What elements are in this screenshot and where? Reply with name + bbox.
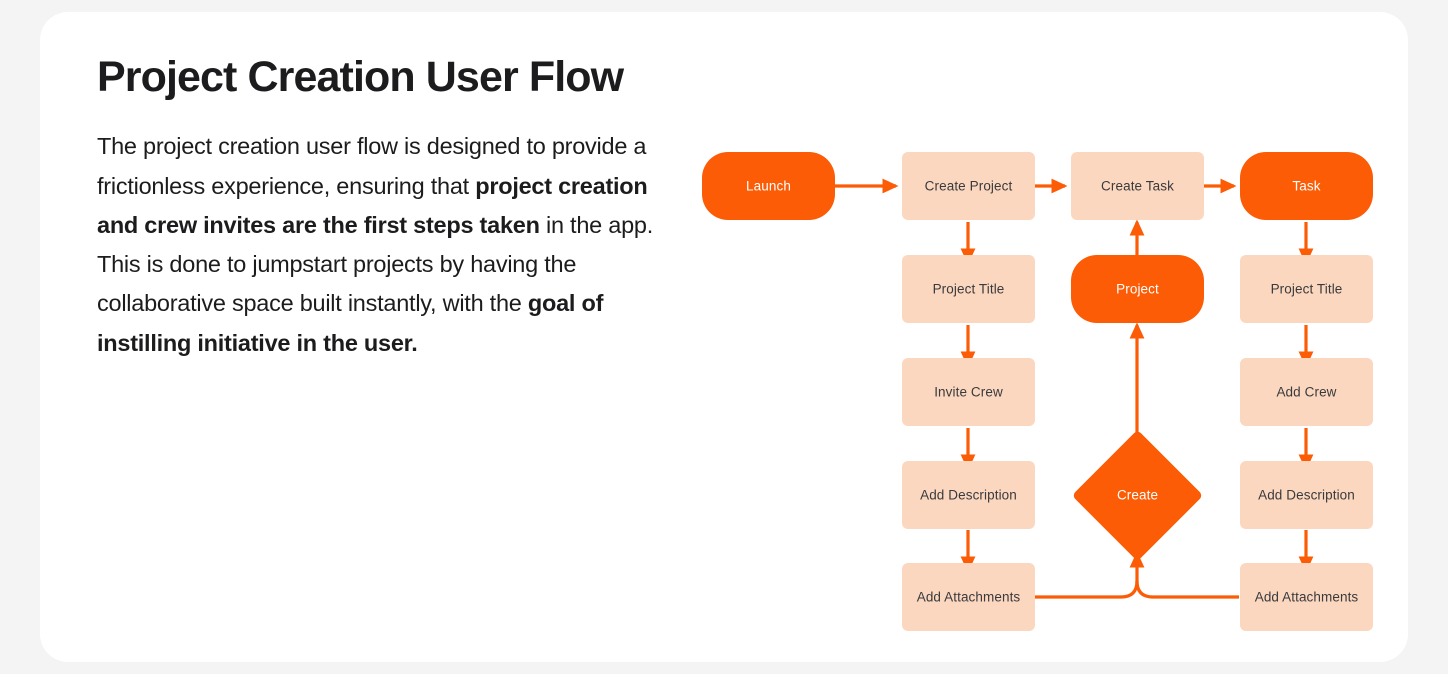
node-launch[interactable]: Launch xyxy=(702,152,835,220)
node-create-project-label: Create Project xyxy=(925,179,1013,194)
intro-emphasis: goal of instilling initiative in the use… xyxy=(97,290,604,356)
intro-text: in the app. This is done to jumpstart pr… xyxy=(97,211,653,317)
node-create-project[interactable]: Create Project xyxy=(902,152,1035,220)
node-add-attachments-left[interactable]: Add Attachments xyxy=(902,563,1035,631)
node-task-label: Task xyxy=(1292,179,1320,194)
node-add-attachments-left-label: Add Attachments xyxy=(917,590,1021,605)
page-title: Project Creation User Flow xyxy=(97,53,624,101)
node-create-task[interactable]: Create Task xyxy=(1071,152,1204,220)
node-create-decision-label: Create xyxy=(1117,488,1158,503)
node-project-label: Project xyxy=(1116,282,1159,297)
node-launch-label: Launch xyxy=(746,179,791,194)
node-project-title-right[interactable]: Project Title xyxy=(1240,255,1373,323)
node-project-title-left[interactable]: Project Title xyxy=(902,255,1035,323)
flow-nodes: Launch Create Project Create Task Task xyxy=(702,152,1373,631)
node-add-description-right[interactable]: Add Description xyxy=(1240,461,1373,529)
content-card: Project Creation User Flow The project c… xyxy=(40,12,1408,662)
edge-add-attachments-r-to-merge xyxy=(1135,580,1239,599)
node-add-crew-label: Add Crew xyxy=(1276,385,1336,400)
intro-emphasis: project creation and crew invites are th… xyxy=(97,172,648,238)
node-project-title-left-label: Project Title xyxy=(933,282,1005,297)
node-invite-crew-label: Invite Crew xyxy=(934,385,1003,400)
node-invite-crew[interactable]: Invite Crew xyxy=(902,358,1035,426)
node-add-attachments-right-label: Add Attachments xyxy=(1255,590,1359,605)
node-add-description-left[interactable]: Add Description xyxy=(902,461,1035,529)
node-project-title-right-label: Project Title xyxy=(1271,282,1343,297)
node-project[interactable]: Project xyxy=(1071,255,1204,323)
flowchart: Launch Create Project Create Task Task xyxy=(693,130,1393,650)
edge-add-attachments-l-to-merge xyxy=(1034,580,1139,599)
flow-edges xyxy=(827,178,1314,599)
node-add-attachments-right[interactable]: Add Attachments xyxy=(1240,563,1373,631)
node-add-description-right-label: Add Description xyxy=(1258,488,1355,503)
node-create-task-label: Create Task xyxy=(1101,179,1174,194)
intro-text: The project creation user flow is design… xyxy=(97,133,647,199)
node-task[interactable]: Task xyxy=(1240,152,1373,220)
node-add-description-left-label: Add Description xyxy=(920,488,1017,503)
intro-paragraph: The project creation user flow is design… xyxy=(97,127,677,363)
text-pane: Project Creation User Flow The project c… xyxy=(97,53,697,363)
flowchart-svg: Launch Create Project Create Task Task xyxy=(702,152,1373,631)
node-add-crew[interactable]: Add Crew xyxy=(1240,358,1373,426)
node-create-decision[interactable]: Create xyxy=(1072,430,1204,562)
